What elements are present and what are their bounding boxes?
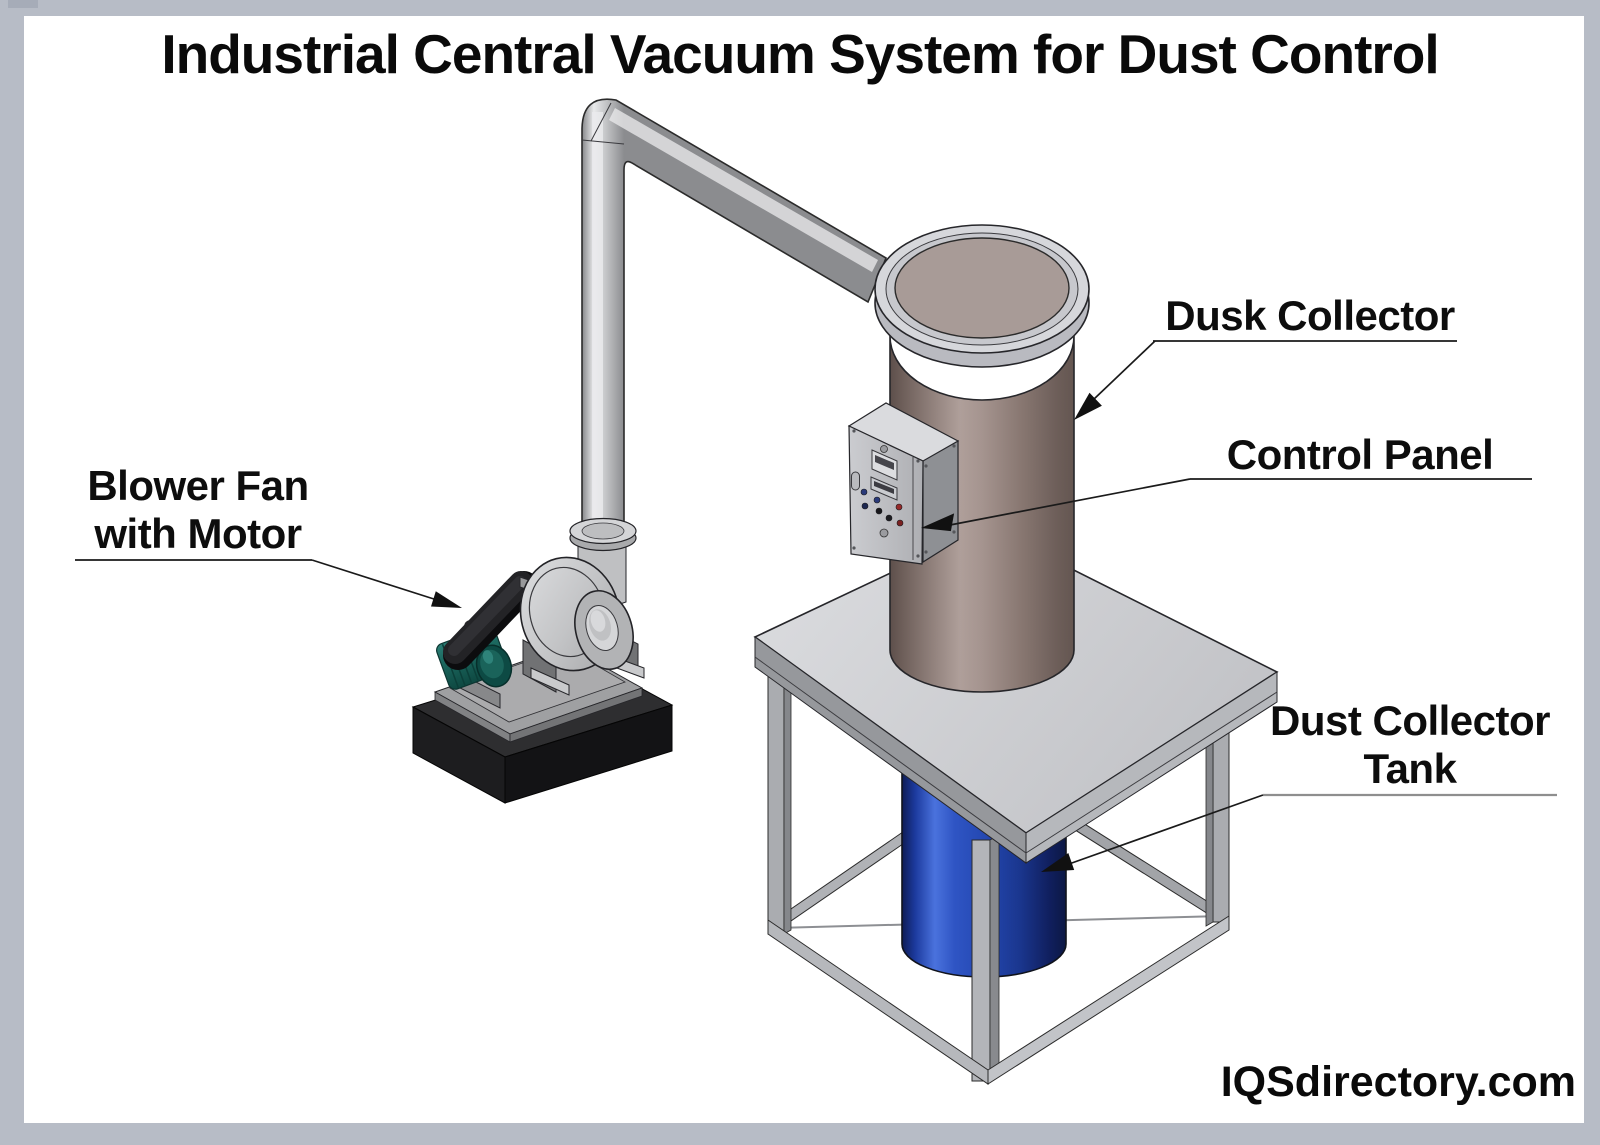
panel-latch: [879, 528, 889, 538]
label-control-panel-text: Control Panel: [1226, 431, 1494, 478]
label-control-panel: Control Panel: [1160, 431, 1560, 479]
label-tank-line2: Tank: [1363, 745, 1457, 792]
collector-body: [889, 335, 1075, 693]
dust-collector-illustration: [874, 224, 1090, 693]
front-leg-side: [989, 834, 1000, 1082]
base-block-side: [504, 704, 673, 804]
arrow-tank: [1041, 853, 1075, 872]
label-dust-collector: Dusk Collector: [1110, 292, 1510, 340]
corner-notch: [8, 0, 38, 8]
label-tank: Dust Collector Tank: [1210, 697, 1600, 793]
suction-pipe-illustration: [581, 98, 888, 533]
leader-blower: [311, 559, 438, 601]
arrow-dust-collector: [1074, 392, 1102, 420]
label-tank-line1: Dust Collector: [1269, 697, 1551, 744]
diagram-paper: [24, 16, 1584, 1123]
panel-display-screen: [875, 455, 894, 470]
label-blower-line1: Blower Fan: [87, 462, 309, 509]
diagram-title: Industrial Central Vacuum System for Dus…: [161, 23, 1439, 85]
belt-guard: [443, 571, 539, 670]
baseplate-edge: [509, 687, 643, 743]
pipe-run: [581, 98, 888, 533]
pipe-highlight: [609, 108, 878, 272]
scroll-foot: [530, 667, 570, 696]
stand-illustration: [753, 526, 1279, 1085]
leader-tank: [1068, 794, 1264, 865]
tabletop-seam: [754, 656, 1027, 854]
leader-control-panel: [949, 478, 1191, 526]
elbow-seam: [590, 102, 612, 142]
panel-buttons: [860, 488, 904, 527]
panel-screw: [880, 445, 888, 453]
tabletop-seam: [1025, 691, 1278, 854]
bottom-right-rail: [987, 915, 1230, 1085]
collector-top-face: [894, 237, 1070, 339]
arrow-control-panel: [921, 513, 955, 532]
motor-cap-gloss: [482, 650, 494, 664]
pipe-highlight-vertical: [592, 112, 603, 528]
panel-display2-slot: [874, 481, 894, 494]
control-panel-illustration: [847, 402, 960, 565]
panel-handle: [851, 471, 860, 491]
inlet-ring-light: [590, 610, 606, 632]
arrow-blower: [431, 591, 462, 608]
watermark-text: IQSdirectory.com: [1220, 1058, 1576, 1106]
label-blower-line2: with Motor: [94, 510, 302, 557]
panel-corner-screws: [852, 429, 956, 558]
outlet-flange-bore: [581, 522, 625, 540]
panel-side-face: [922, 440, 959, 564]
blower-fan-illustration: [411, 517, 674, 804]
label-blower-fan: Blower Fan with Motor: [23, 462, 373, 558]
leader-arrowheads: [431, 392, 1102, 872]
leader-dust-collector: [1092, 340, 1156, 401]
pipe-seam: [581, 139, 625, 145]
label-dust-collector-text: Dusk Collector: [1165, 292, 1455, 339]
front-leg: [971, 839, 991, 1082]
leader-lines: [75, 340, 1557, 865]
left-leg: [767, 649, 785, 935]
